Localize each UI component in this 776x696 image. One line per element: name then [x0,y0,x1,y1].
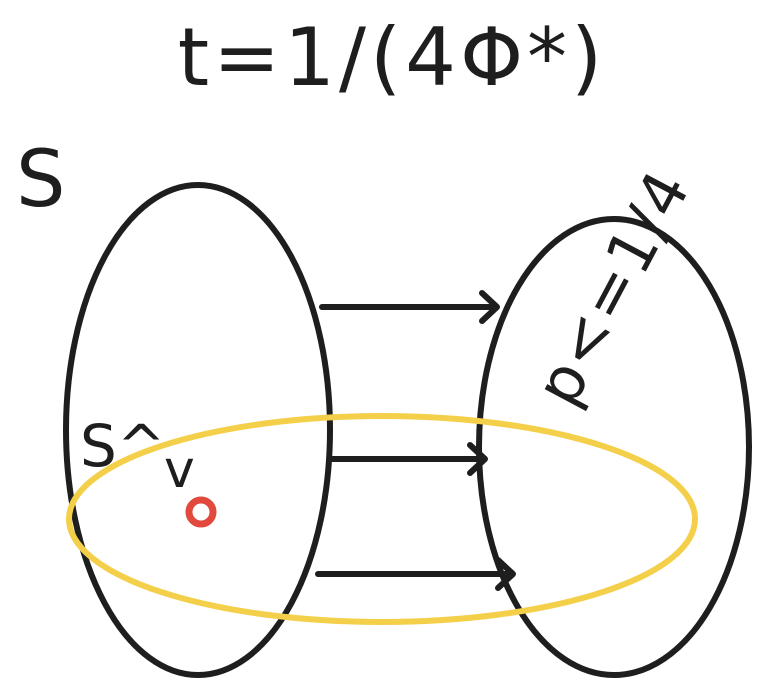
highlight-subset-ellipse [66,413,698,625]
subset-s-hat-label: S^ [80,412,165,480]
probability-bound-label: p<=1/4 [521,158,705,417]
diagram-title: t=1/(4Φ*) [178,11,607,104]
vertex-v-label: v [164,440,195,500]
arrow-middle [327,442,488,476]
set-s-label: S [16,135,66,225]
vertex-marker [185,496,217,528]
right-set-ellipse [476,216,752,678]
arrow-bottom [315,557,516,591]
arrow-top [319,290,500,324]
left-set-ellipse [63,182,333,678]
